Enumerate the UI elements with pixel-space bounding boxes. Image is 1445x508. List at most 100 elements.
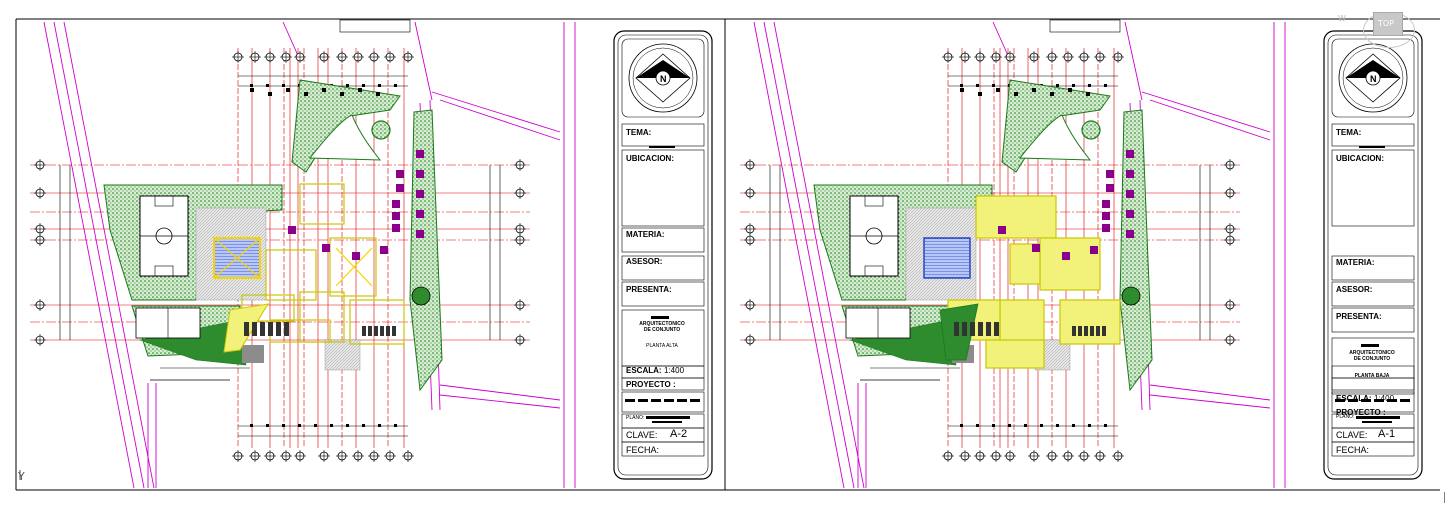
title-block-frame: N — [613, 30, 713, 480]
pool-deck-outline — [213, 237, 261, 279]
title-row-3 — [1331, 281, 1415, 307]
street-line-1 — [763, 21, 855, 489]
dimension-tick-bottom-4 — [1024, 424, 1027, 427]
furniture-block-12 — [352, 252, 360, 260]
plan-name: PLANTA BAJA — [1354, 373, 1390, 379]
lamp-mark-0 — [250, 88, 254, 92]
title-bar-plano-1 — [1356, 416, 1400, 419]
tree-round-north — [371, 120, 391, 140]
soccer-field-box-bottom — [154, 265, 174, 277]
viewcube[interactable]: TOP — [1363, 6, 1415, 50]
furniture-block-8 — [1126, 210, 1134, 218]
title-row-1 — [621, 149, 705, 227]
dimension-tick-bottom-1 — [266, 424, 269, 427]
dimension-tick-bottom-6 — [346, 424, 349, 427]
escala-value: 1:400 — [664, 366, 685, 375]
roof-diagonal-4 — [335, 247, 373, 287]
dimension-tick-bottom-3 — [298, 424, 301, 427]
furniture-block-10 — [288, 226, 296, 234]
dimension-tick-top-1 — [266, 84, 269, 87]
furniture-row-east-1 — [1078, 326, 1082, 336]
plan-name: PLANTA ALTA — [646, 343, 678, 349]
lamp-mark-1 — [978, 92, 982, 96]
furniture-row-5 — [994, 322, 999, 336]
vegetation-east — [409, 109, 443, 392]
dimension-tick-top-8 — [1088, 84, 1091, 87]
sheet-plano-a1: N — [740, 19, 1423, 489]
furniture-block-13 — [380, 246, 388, 254]
dimension-tick-top-0 — [960, 84, 963, 87]
title-row-4 — [1331, 307, 1415, 333]
building-block-6 — [299, 183, 345, 225]
north-arrow-letter: N — [660, 74, 667, 84]
street-line-9 — [439, 99, 561, 141]
furniture-block-9 — [416, 230, 424, 238]
furniture-row-2 — [260, 322, 265, 336]
presenta-label: PRESENTA: — [1336, 312, 1382, 321]
dimension-tick-bottom-7 — [1072, 424, 1075, 427]
furniture-row-3 — [978, 322, 983, 336]
furniture-row-2 — [970, 322, 975, 336]
dimension-tick-bottom-0 — [960, 424, 963, 427]
soccer-field-center-circle — [865, 227, 883, 245]
street-line-6 — [1124, 21, 1143, 101]
clave-label: CLAVE: — [626, 430, 658, 440]
pool — [923, 237, 971, 279]
tree-round-east — [1121, 286, 1141, 306]
fecha-label: FECHA: — [626, 445, 660, 455]
dimension-tick-top-2 — [992, 84, 995, 87]
furniture-block-7 — [416, 190, 424, 198]
building-block-4 — [349, 299, 405, 345]
furniture-block-2 — [392, 224, 400, 232]
furniture-block-3 — [1106, 170, 1114, 178]
title-block-inner — [617, 34, 709, 476]
viewcube-face-top[interactable]: TOP — [1373, 12, 1403, 36]
project-title-line1: ARQUITECTONICO — [639, 321, 685, 327]
furniture-row-east-0 — [362, 326, 366, 336]
furniture-block-3 — [396, 170, 404, 178]
dimension-tick-top-8 — [378, 84, 381, 87]
title-bar-plano-2 — [652, 421, 682, 423]
furniture-block-4 — [1106, 184, 1114, 192]
furniture-block-0 — [1102, 200, 1110, 208]
north-arrow-diamond — [1345, 53, 1401, 103]
furniture-row-east-0 — [1072, 326, 1076, 336]
lamp-mark-3 — [304, 92, 308, 96]
dimension-tick-bottom-5 — [1040, 424, 1043, 427]
north-arrow-frame — [621, 38, 705, 118]
north-arrow-pointer-right — [663, 60, 690, 78]
lamp-mark-2 — [286, 88, 290, 92]
furniture-block-11 — [1032, 244, 1040, 252]
furniture-row-4 — [986, 322, 991, 336]
lamp-mark-7 — [1086, 92, 1090, 96]
tema-label: TEMA: — [1336, 128, 1362, 137]
dimension-tick-top-9 — [394, 84, 397, 87]
north-arrow-letter: N — [1370, 74, 1377, 84]
title-row-2 — [621, 227, 705, 253]
furniture-block-13 — [1090, 246, 1098, 254]
furniture-block-2 — [1102, 224, 1110, 232]
north-arrow-ring-inner — [632, 47, 694, 109]
building-block-1 — [329, 237, 377, 297]
project-title-line2: DE CONJUNTO — [1353, 356, 1391, 362]
title-row-8 — [621, 391, 705, 413]
title-bar-proyecto-2 — [1361, 399, 1371, 402]
dimension-tick-top-7 — [1072, 84, 1075, 87]
title-bar-plano-1 — [646, 416, 690, 419]
lamp-mark-4 — [1032, 88, 1036, 92]
tree-round-north — [1081, 120, 1101, 140]
title-bar-plano-2 — [1362, 421, 1392, 423]
north-arrow-pointer-right — [1373, 60, 1400, 78]
furniture-row-east-3 — [1090, 326, 1094, 336]
furniture-row-1 — [962, 322, 967, 336]
lamp-mark-5 — [1050, 92, 1054, 96]
dimension-tick-bottom-0 — [250, 424, 253, 427]
dimension-tick-top-6 — [346, 84, 349, 87]
plano-label: PLANO: — [1336, 414, 1355, 420]
furniture-block-6 — [416, 170, 424, 178]
furniture-block-8 — [416, 210, 424, 218]
title-row-1 — [1331, 149, 1415, 227]
furniture-block-9 — [1126, 230, 1134, 238]
